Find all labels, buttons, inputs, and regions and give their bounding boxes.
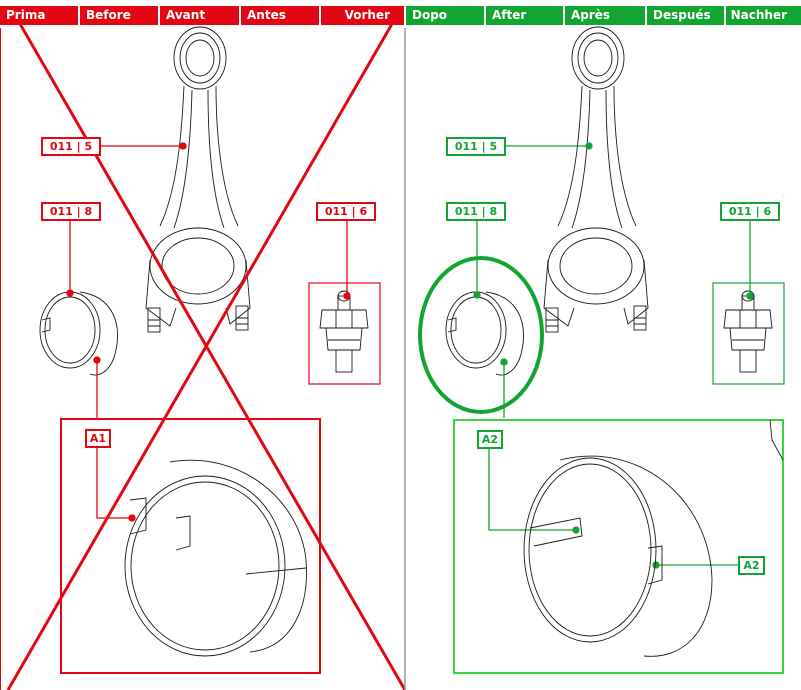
detail-shell-drawing-before [124, 459, 307, 657]
detail-shell-drawing-after [523, 419, 784, 657]
callout-bolt-before: 011 | 6 [316, 202, 376, 221]
callout-conrod-after: 011 | 5 [446, 137, 506, 156]
header-before-de: Vorher [321, 6, 404, 25]
callout-detail-after-b: A2 [738, 556, 765, 575]
header-after-es: Después [647, 6, 726, 25]
conrod-drawing-after [543, 26, 649, 333]
header-before-it: Prima [0, 6, 80, 25]
bearing-shell-drawing-before [39, 291, 118, 376]
callout-shell-after: 011 | 8 [446, 202, 506, 221]
conrod-drawing-before [145, 26, 251, 333]
callout-bolt-after: 011 | 6 [720, 202, 780, 221]
callout-detail-after-a: A2 [477, 430, 503, 449]
bolt-frame-before [308, 282, 381, 385]
shell-highlight-ellipse [418, 256, 544, 414]
bolt-drawing-before [319, 290, 369, 373]
detail-frame-after [453, 419, 784, 674]
header-before-fr: Avant [160, 6, 241, 25]
cross-stroke-2 [6, 9, 402, 690]
bearing-shell-drawing-after [445, 291, 524, 376]
detail-frame-before [60, 418, 321, 674]
header-before: Prima Before Avant Antes Vorher [0, 6, 404, 25]
header-before-es: Antes [241, 6, 321, 25]
header-after-fr: Après [565, 6, 647, 25]
callout-shell-before: 011 | 8 [41, 202, 101, 221]
header-after-en: After [486, 6, 565, 25]
header-after-it: Dopo [406, 6, 486, 25]
header-before-en: Before [80, 6, 160, 25]
bolt-frame-after [712, 282, 785, 385]
header-after-de: Nachher [726, 6, 801, 25]
callout-conrod-before: 011 | 5 [41, 137, 101, 156]
callout-detail-before: A1 [85, 429, 111, 448]
bolt-drawing-after [723, 290, 773, 373]
header-after: Dopo After Après Después Nachher [406, 6, 801, 25]
cross-stroke-1 [10, 9, 407, 690]
